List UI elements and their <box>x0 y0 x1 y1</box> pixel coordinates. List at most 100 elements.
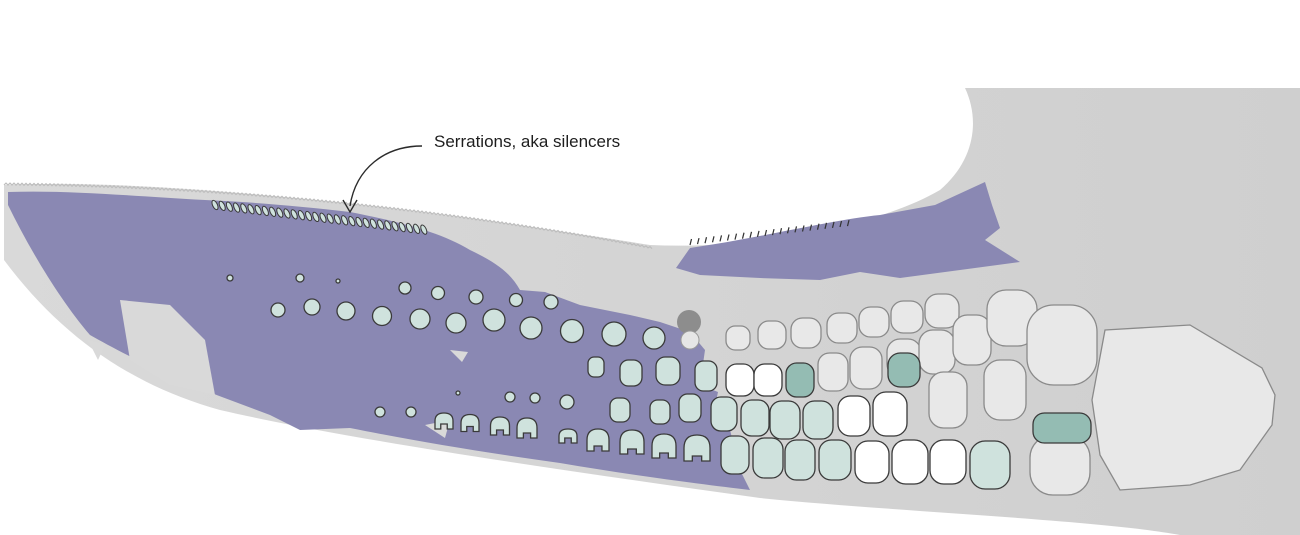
tick-mark <box>801 225 805 232</box>
curved-arrow-icon <box>349 145 423 207</box>
serration-loop <box>290 209 298 220</box>
tick-mark <box>704 237 708 244</box>
serration-loop <box>233 202 241 213</box>
cell-gray <box>1029 434 1091 496</box>
cell-circle <box>529 392 541 404</box>
cell-circle <box>468 289 484 305</box>
cell-circle <box>430 285 446 301</box>
cell-gray <box>928 371 968 429</box>
cell-oval <box>694 360 718 392</box>
tick-mark <box>846 219 850 227</box>
dark-region-main <box>8 191 750 491</box>
cell-block <box>784 439 816 481</box>
serration-loop <box>333 214 341 225</box>
tick-mark <box>831 221 835 229</box>
tick-mark <box>734 233 738 240</box>
cell-circle <box>303 298 321 316</box>
serration-loop <box>261 205 269 217</box>
serrations-annotation: Serrations, aka silencers <box>342 132 620 214</box>
serration-loop <box>269 206 277 217</box>
cell-gray <box>858 306 890 338</box>
serration-loop <box>247 204 255 215</box>
cell-block <box>891 439 929 485</box>
tick-mark <box>764 229 768 237</box>
cell-circle <box>398 281 412 295</box>
cell-circle <box>409 308 431 330</box>
cell-gray <box>890 300 924 334</box>
serration-loop <box>341 215 349 226</box>
cell-arch <box>619 429 645 455</box>
cell-block <box>752 437 784 479</box>
serration-loop <box>362 217 370 228</box>
tick-mark <box>839 220 843 228</box>
cell-circle <box>455 390 461 396</box>
cell-gray <box>983 359 1027 421</box>
cell-circle <box>559 394 575 410</box>
cell-block <box>725 363 755 397</box>
upper-tick-marks <box>689 219 850 246</box>
cell-block <box>929 439 967 485</box>
serration-loop <box>305 210 313 222</box>
cell-circle <box>482 308 506 332</box>
serration-loop <box>312 211 320 223</box>
serration-loop <box>384 220 392 231</box>
cell-gray <box>952 314 992 366</box>
cell-circle <box>335 278 341 284</box>
cell-block <box>802 400 834 440</box>
cell-gray <box>725 325 751 351</box>
cell-oval <box>587 356 605 378</box>
cell-oval <box>609 397 631 423</box>
cell-block <box>1032 412 1092 444</box>
tick-mark <box>741 232 745 239</box>
cell-oval <box>619 359 643 387</box>
cell-circle <box>405 406 417 418</box>
dark-region-upper <box>676 182 1020 280</box>
serration-loop <box>355 216 363 228</box>
cell-block <box>740 399 770 437</box>
cells-layer <box>226 273 1276 496</box>
cell-gray <box>1026 304 1098 386</box>
cell-block <box>785 362 815 398</box>
serration-loop <box>348 216 356 227</box>
cell-arch <box>651 433 677 459</box>
cell-arch <box>683 434 711 462</box>
cell-gray <box>849 346 883 390</box>
serration-loop <box>319 212 327 223</box>
cell-circle <box>504 391 516 403</box>
cell-gray <box>757 320 787 350</box>
cell-gray <box>918 329 956 375</box>
cell-block <box>837 395 871 437</box>
tick-mark <box>771 228 775 236</box>
cell-block <box>887 352 921 388</box>
cell-oval <box>655 356 681 386</box>
cell-block <box>872 391 908 437</box>
tick-mark <box>689 238 693 246</box>
serration-loop <box>225 201 233 212</box>
cell-arch <box>558 428 578 444</box>
serration-edge <box>3 182 653 250</box>
serration-loop <box>297 210 305 221</box>
cell-circle <box>336 301 356 321</box>
serration-loop <box>218 200 226 211</box>
cell-circle <box>270 302 286 318</box>
serration-loop <box>398 221 406 233</box>
serration-loop <box>377 219 385 230</box>
tick-mark <box>711 236 715 243</box>
cell-circle <box>559 318 585 344</box>
cell-block <box>753 363 783 397</box>
serration-loop <box>283 208 291 219</box>
serration-loop <box>254 204 262 216</box>
serration-loop <box>240 203 248 214</box>
serration-loop <box>420 224 428 235</box>
tick-mark <box>794 226 798 233</box>
serration-loop <box>276 207 284 218</box>
cell-block <box>818 439 852 481</box>
serration-loop <box>326 213 334 224</box>
tick-mark <box>719 235 723 242</box>
cell-block <box>769 400 801 440</box>
cell-arch <box>434 412 454 430</box>
cell-circle <box>445 312 467 334</box>
tick-mark <box>749 231 753 238</box>
